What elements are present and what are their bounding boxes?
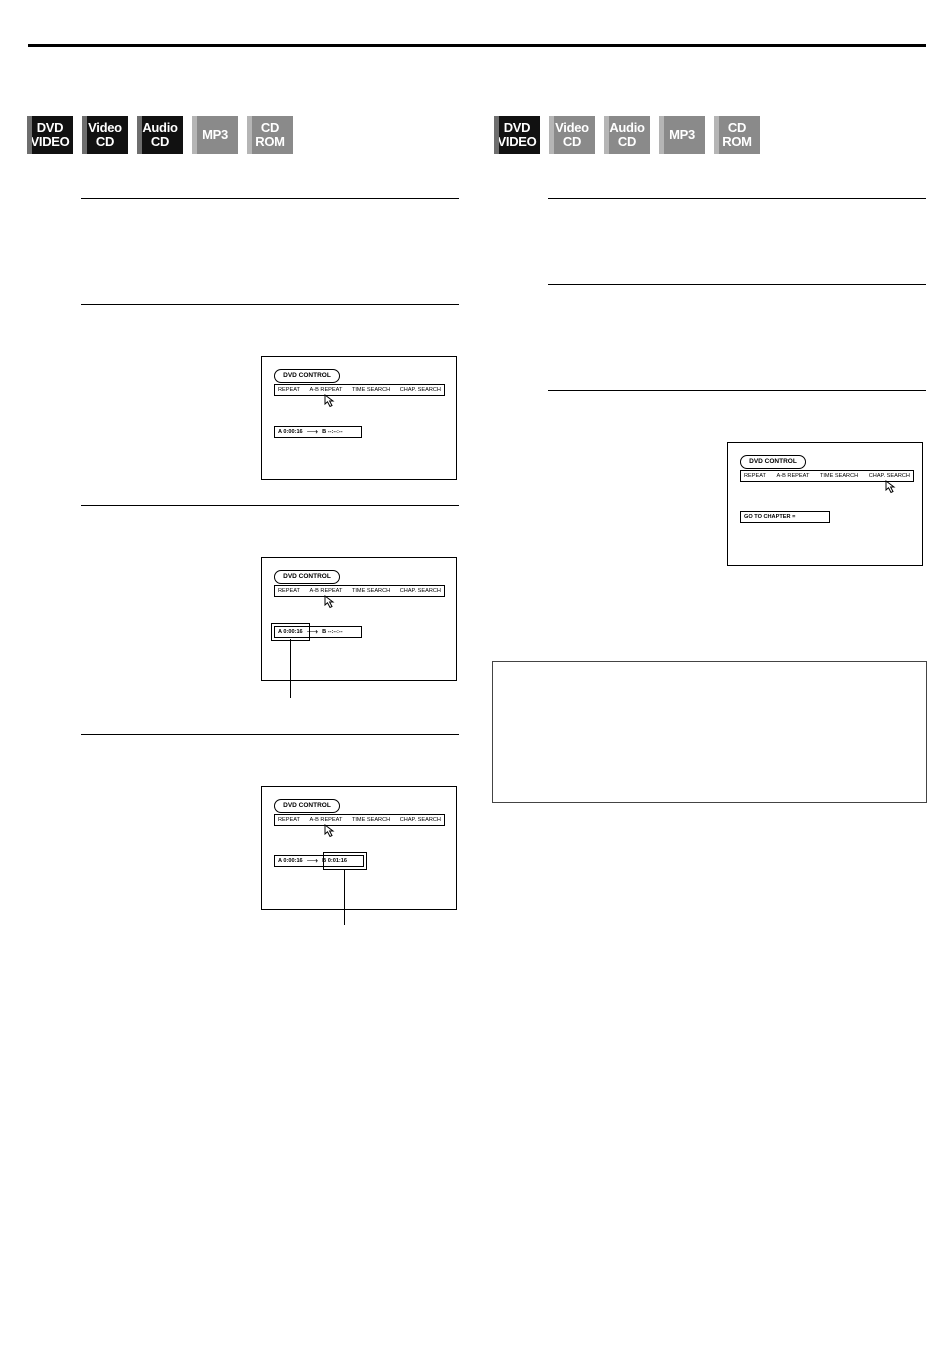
menu-item-chap-search: CHAP. SEARCH (399, 588, 441, 594)
point-b-value: B --:--:-- (322, 429, 343, 435)
osd-screen-ab-repeat-start: DVD CONTROL REPEAT A-B REPEAT TIME SEARC… (261, 356, 457, 480)
step-divider (548, 198, 926, 199)
point-b-value: B 0:01:16 (322, 858, 348, 864)
point-a-value: A 0:00:16 (278, 858, 303, 864)
badge-line: CD (727, 120, 747, 135)
badge-line: MP3 (202, 127, 228, 142)
menu-item-ab-repeat: A-B REPEAT (776, 473, 810, 479)
ab-repeat-range: A 0:00:16 ⟶ B --:--:-- (274, 626, 362, 638)
menu-item-chap-search: CHAP. SEARCH (399, 387, 441, 393)
badge-line: CD (150, 134, 170, 149)
step-divider (81, 198, 459, 199)
menu-item-repeat: REPEAT (278, 387, 300, 393)
osd-title: DVD CONTROL (274, 570, 340, 584)
menu-item-ab-repeat: A-B REPEAT (309, 588, 343, 594)
osd-menu-bar: REPEAT A-B REPEAT TIME SEARCH CHAP. SEAR… (740, 470, 914, 482)
badge-line: Video (88, 120, 122, 135)
badge-line: Video (555, 120, 589, 135)
point-a-value: A 0:00:16 (278, 629, 303, 635)
badge-line: VIDEO (30, 134, 70, 149)
osd-menu-bar: REPEAT A-B REPEAT TIME SEARCH CHAP. SEAR… (274, 814, 445, 826)
step-divider (81, 505, 459, 506)
badge-line: MP3 (669, 127, 695, 142)
arrow-icon: ⟶ (306, 856, 319, 865)
step-divider (81, 734, 459, 735)
badge-line: DVD (503, 120, 531, 135)
pointer-cursor-icon (324, 824, 335, 838)
menu-item-repeat: REPEAT (744, 473, 766, 479)
osd-screen-chapter-search: DVD CONTROL REPEAT A-B REPEAT TIME SEARC… (727, 442, 923, 566)
osd-title: DVD CONTROL (274, 369, 340, 383)
menu-item-chap-search: CHAP. SEARCH (868, 473, 910, 479)
chapter-number-field: GO TO CHAPTER = (740, 511, 830, 523)
point-b-highlight (323, 852, 367, 870)
pointer-cursor-icon (885, 480, 896, 494)
osd-menu-bar: REPEAT A-B REPEAT TIME SEARCH CHAP. SEAR… (274, 585, 445, 597)
top-rule (28, 44, 926, 47)
callout-line (290, 639, 291, 698)
badge-line: CD (95, 134, 115, 149)
menu-item-time-search: TIME SEARCH (351, 588, 391, 594)
pointer-cursor-icon (324, 595, 335, 609)
pointer-cursor-icon (324, 394, 335, 408)
menu-item-repeat: REPEAT (278, 588, 300, 594)
badge-line: ROM (255, 134, 285, 149)
step-divider (548, 284, 926, 285)
menu-item-repeat: REPEAT (278, 817, 300, 823)
badge-line: Audio (142, 120, 178, 135)
menu-item-chap-search: CHAP. SEARCH (399, 817, 441, 823)
ab-repeat-range: A 0:00:16 ⟶ B --:--:-- (274, 426, 362, 438)
osd-title: DVD CONTROL (274, 799, 340, 813)
osd-menu-bar: REPEAT A-B REPEAT TIME SEARCH CHAP. SEAR… (274, 384, 445, 396)
menu-item-time-search: TIME SEARCH (819, 473, 859, 479)
ab-repeat-range: A 0:00:16 ⟶ B 0:01:16 (274, 855, 364, 867)
menu-item-ab-repeat: A-B REPEAT (309, 387, 343, 393)
note-box (492, 661, 927, 803)
badge-line: DVD (36, 120, 64, 135)
menu-item-time-search: TIME SEARCH (351, 387, 391, 393)
badge-mp3: MP3 (192, 116, 238, 154)
arrow-icon: ⟶ (306, 627, 319, 636)
step-divider (548, 390, 926, 391)
badge-line: ROM (722, 134, 752, 149)
osd-screen-point-a-set: DVD CONTROL REPEAT A-B REPEAT TIME SEARC… (261, 557, 457, 681)
arrow-icon: ⟶ (306, 427, 319, 436)
badge-line: VIDEO (497, 134, 537, 149)
point-b-value: B --:--:-- (322, 629, 343, 635)
osd-screen-point-b-set: DVD CONTROL REPEAT A-B REPEAT TIME SEARC… (261, 786, 457, 910)
badge-line: CD (260, 120, 280, 135)
badge-line: CD (562, 134, 582, 149)
callout-line (344, 869, 345, 925)
point-a-value: A 0:00:16 (278, 429, 303, 435)
menu-item-ab-repeat: A-B REPEAT (309, 817, 343, 823)
step-divider (81, 304, 459, 305)
badge-mp3: MP3 (659, 116, 705, 154)
badge-line: CD (617, 134, 637, 149)
osd-title: DVD CONTROL (740, 455, 806, 469)
menu-item-time-search: TIME SEARCH (351, 817, 391, 823)
badge-line: Audio (609, 120, 645, 135)
